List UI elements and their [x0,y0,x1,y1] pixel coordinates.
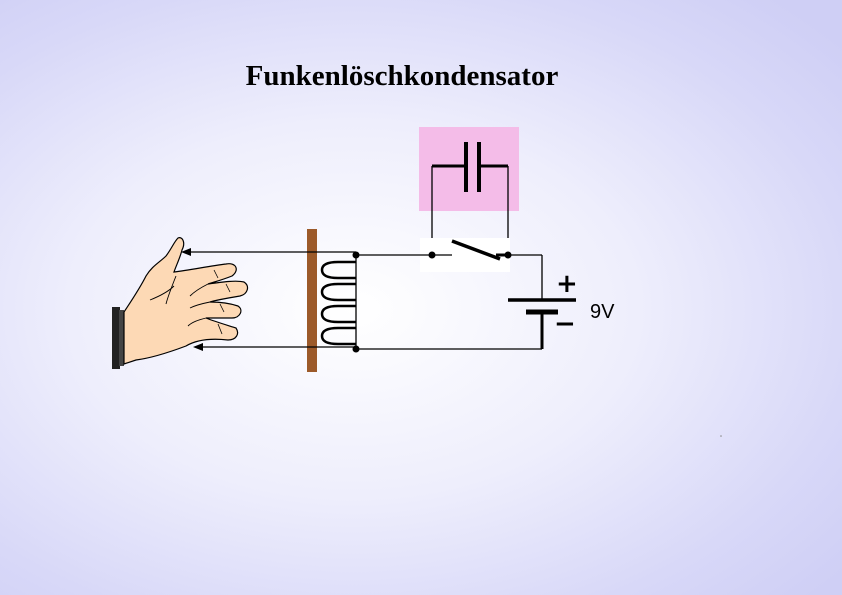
battery-icon [508,298,576,315]
capacitor-highlight [419,127,519,211]
coil-icon [320,251,360,353]
stray-dot [720,435,722,437]
arrow-to-thumb [181,248,356,256]
battery-voltage-label: 9V [590,301,615,323]
arrow-to-palm [193,343,356,351]
battery-plus-sign: + [556,269,578,299]
hand-icon [112,237,249,369]
page-title: Funkenlöschkondensator [245,60,559,92]
core-bar [307,229,317,372]
battery-minus-sign: − [554,309,576,339]
